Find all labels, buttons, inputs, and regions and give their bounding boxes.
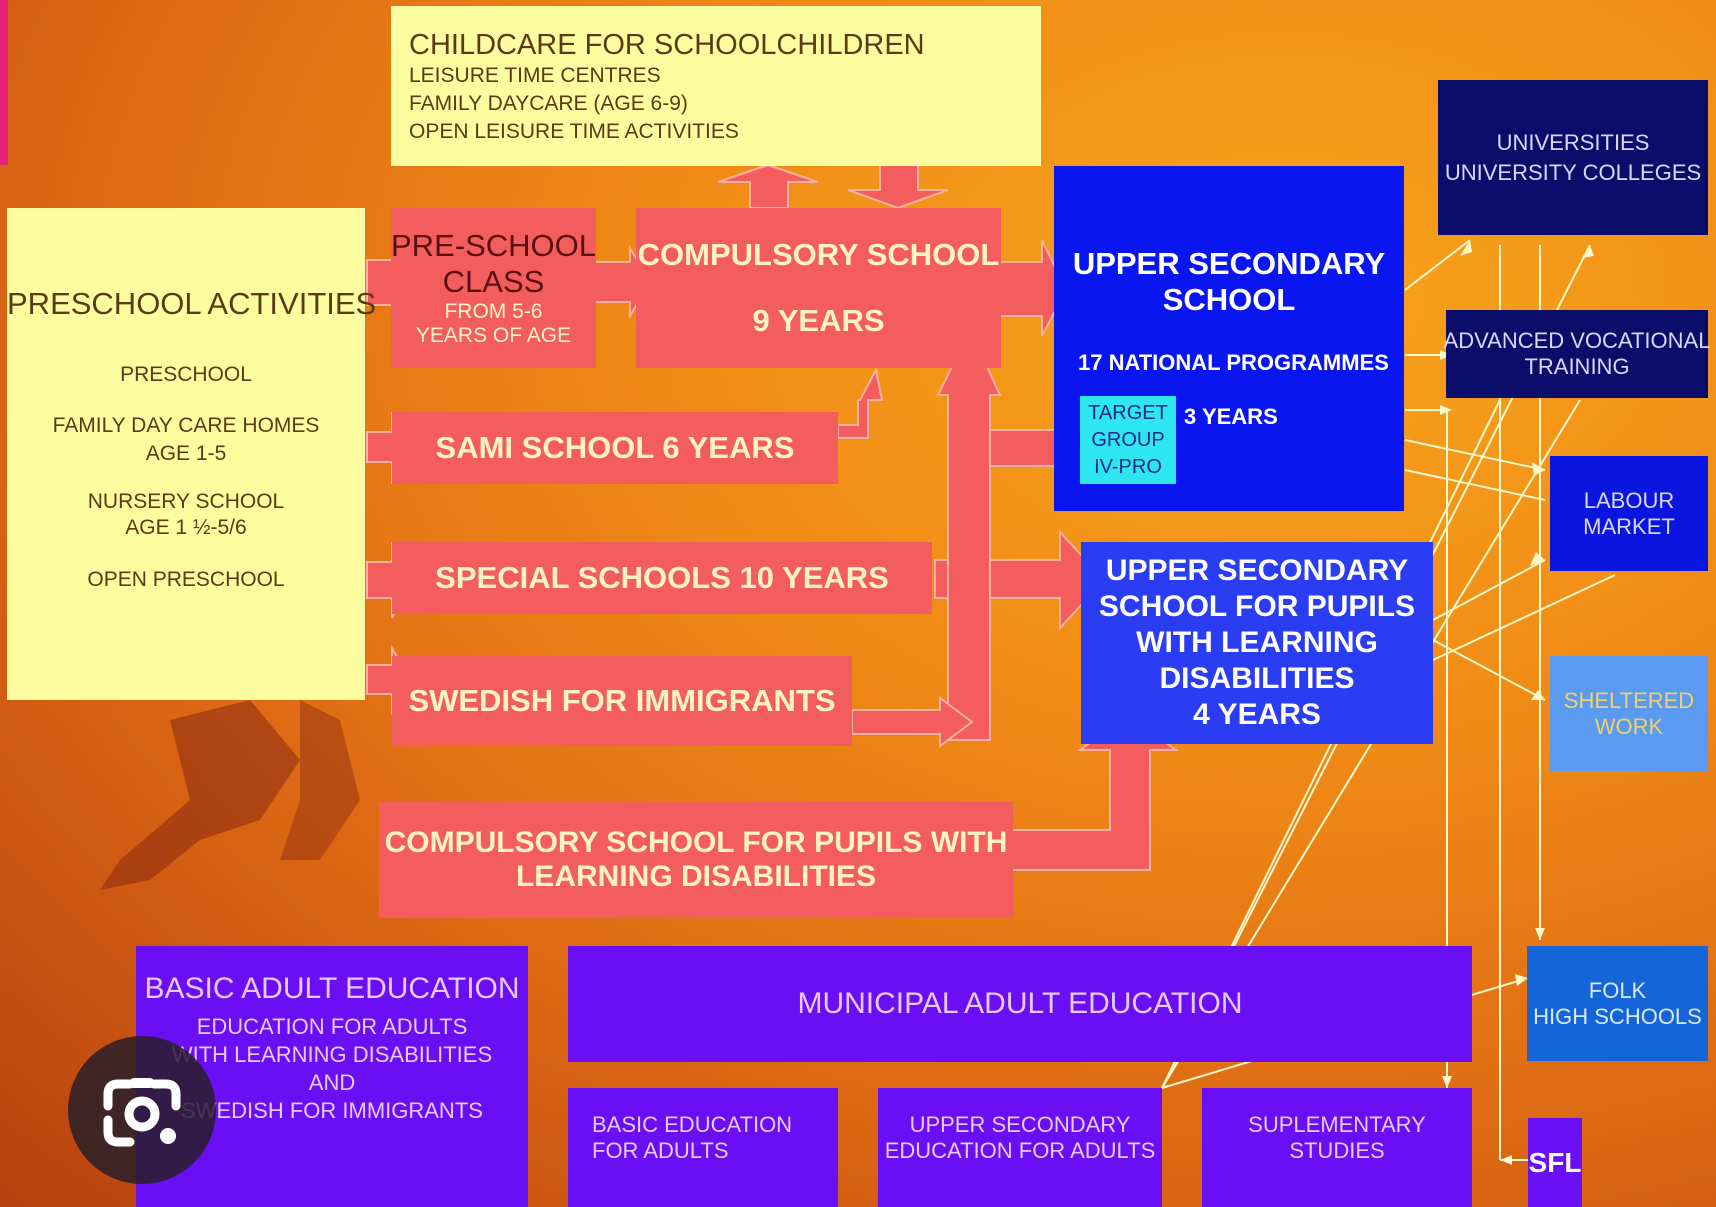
basic-adult-line-2: WITH LEARNING DISABILITIES [171,1042,493,1067]
folk-high-line-1: FOLK [1588,977,1647,1003]
childcare-line-1: LEISURE TIME CENTRES [409,64,661,87]
preschool-class-line-4: YEARS OF AGE [415,324,572,347]
preschool-item-1: PRESCHOOL [120,363,252,386]
target-group-box: TARGET GROUP IV-PRO [1080,396,1176,484]
compulsory-ld-box: COMPULSORY SCHOOL FOR PUPILS WITH LEARNI… [379,802,1013,918]
upper-secondary-ld-box: UPPER SECONDARY SCHOOL FOR PUPILS WITH L… [1081,542,1433,744]
advanced-vocational-line-2: TRAINING [1524,354,1630,379]
basic-education-adults-line-2: FOR ADULTS [592,1138,729,1163]
target-group-line-1: TARGET [1088,401,1168,424]
arrow-up-to-childcare [717,163,819,209]
upper-secondary-ld-line-1: UPPER SECONDARY [1105,554,1409,587]
supplementary-line-2: STUDIES [1289,1137,1385,1163]
target-group-line-2: GROUP [1091,428,1165,451]
special-schools-box: SPECIAL SCHOOLS 10 YEARS [392,542,932,614]
preschool-item-6: OPEN PRESCHOOL [87,568,285,591]
supplementary-studies-box: SUPLEMENTARY STUDIES [1202,1088,1472,1207]
basic-adult-title: BASIC ADULT EDUCATION [144,972,520,1005]
arrow-down-from-childcare [847,164,949,210]
lens-button[interactable] [68,1036,216,1184]
arrow-sami-up [837,367,884,439]
special-schools-label: SPECIAL SCHOOLS 10 YEARS [435,560,889,595]
basic-adult-education-box: BASIC ADULT EDUCATION EDUCATION FOR ADUL… [136,946,528,1207]
compulsory-school-years: 9 YEARS [752,303,885,338]
supplementary-line-1: SUPLEMENTARY [1248,1111,1426,1137]
childcare-box: CHILDCARE FOR SCHOOLCHILDREN LEISURE TIM… [391,6,1041,166]
childcare-title: CHILDCARE FOR SCHOOLCHILDREN [409,29,925,61]
universities-line-1: UNIVERSITIES [1496,129,1650,155]
municipal-adult-education-box: MUNICIPAL ADULT EDUCATION [568,946,1472,1062]
advanced-vocational-box: ADVANCED VOCATIONAL TRAINING [1443,310,1711,398]
preschool-item-2: FAMILY DAY CARE HOMES [52,414,320,437]
labour-market-line-2: MARKET [1583,513,1675,539]
upper-secondary-ld-line-5: 4 YEARS [1193,698,1321,731]
preschool-item-5: AGE 1 ½-5/6 [125,516,247,539]
upper-secondary-ld-line-3: WITH LEARNING [1136,626,1378,659]
preschool-class-line-3: FROM 5-6 [444,300,543,323]
childcare-line-3: OPEN LEISURE TIME ACTIVITIES [409,120,739,143]
preschool-activities-box: PRESCHOOL ACTIVITIES PRESCHOOL FAMILY DA… [7,208,376,700]
target-group-line-3: IV-PRO [1094,455,1162,478]
sheltered-work-line-1: SHELTERED [1563,687,1695,713]
compulsory-ld-line-1: COMPULSORY SCHOOL FOR PUPILS WITH [384,826,1008,859]
sami-school-box: SAMI SCHOOL 6 YEARS [392,412,838,484]
upper-secondary-adults-line-2: EDUCATION FOR ADULTS [884,1137,1156,1163]
childcare-line-2: FAMILY DAYCARE (AGE 6-9) [409,92,688,115]
folk-high-line-2: HIGH SCHOOLS [1533,1003,1702,1029]
sami-school-label: SAMI SCHOOL 6 YEARS [435,430,795,465]
sfl-box: SFL [1528,1118,1582,1207]
upper-secondary-programmes: 17 NATIONAL PROGRAMMES [1078,350,1389,375]
swedish-for-immigrants-box: SWEDISH FOR IMMIGRANTS [392,656,852,746]
left-edge-strip [0,0,8,165]
upper-secondary-box: UPPER SECONDARY SCHOOL 17 NATIONAL PROGR… [1054,166,1404,511]
preschool-title: PRESCHOOL ACTIVITIES [7,286,377,321]
basic-education-adults-line-1: BASIC EDUCATION [592,1112,793,1137]
basic-adult-line-4: SWEDISH FOR IMMIGRANTS [181,1098,483,1123]
upper-secondary-ld-line-4: DISABILITIES [1159,662,1355,695]
basic-education-adults-box: BASIC EDUCATION FOR ADULTS [568,1088,838,1207]
advanced-vocational-line-1: ADVANCED VOCATIONAL [1443,328,1711,353]
universities-box: UNIVERSITIES UNIVERSITY COLLEGES [1438,80,1708,235]
labour-market-box: LABOUR MARKET [1550,456,1708,571]
swedish-for-immigrants-label: SWEDISH FOR IMMIGRANTS [408,683,836,718]
upper-secondary-adults-box: UPPER SECONDARY EDUCATION FOR ADULTS [878,1088,1162,1207]
upper-secondary-line-1: UPPER SECONDARY [1072,246,1386,281]
universities-line-2: UNIVERSITY COLLEGES [1444,159,1702,185]
upper-secondary-line-2: SCHOOL [1162,282,1296,317]
preschool-item-4: NURSERY SCHOOL [87,490,285,513]
compulsory-ld-line-2: LEARNING DISABILITIES [515,860,876,893]
compulsory-school-title: COMPULSORY SCHOOL [637,237,1000,272]
sheltered-work-box: SHELTERED WORK [1550,656,1708,771]
preschool-item-3: AGE 1-5 [145,442,227,465]
municipal-adult-label: MUNICIPAL ADULT EDUCATION [797,987,1243,1020]
basic-adult-line-3: AND [308,1070,356,1095]
arrow-sfi-right [851,696,974,748]
upper-secondary-ld-line-2: SCHOOL FOR PUPILS [1098,590,1416,623]
folk-high-schools-box: FOLK HIGH SCHOOLS [1527,946,1708,1061]
lens-camera-icon [103,1078,181,1147]
sheltered-work-line-2: WORK [1594,713,1664,739]
preschool-class-box: PRE-SCHOOL CLASS FROM 5-6 YEARS OF AGE [391,208,596,368]
labour-market-line-1: LABOUR [1583,487,1675,513]
upper-secondary-adults-line-1: UPPER SECONDARY [909,1111,1131,1137]
preschool-class-line-2: CLASS [442,264,545,299]
upper-secondary-years: 3 YEARS [1184,404,1278,429]
sfl-label: SFL [1528,1146,1582,1178]
preschool-class-line-1: PRE-SCHOOL [391,228,596,263]
basic-adult-line-1: EDUCATION FOR ADULTS [196,1014,468,1039]
arrow-spine-up [936,327,1002,741]
compulsory-school-box: COMPULSORY SCHOOL 9 YEARS [636,208,1001,368]
